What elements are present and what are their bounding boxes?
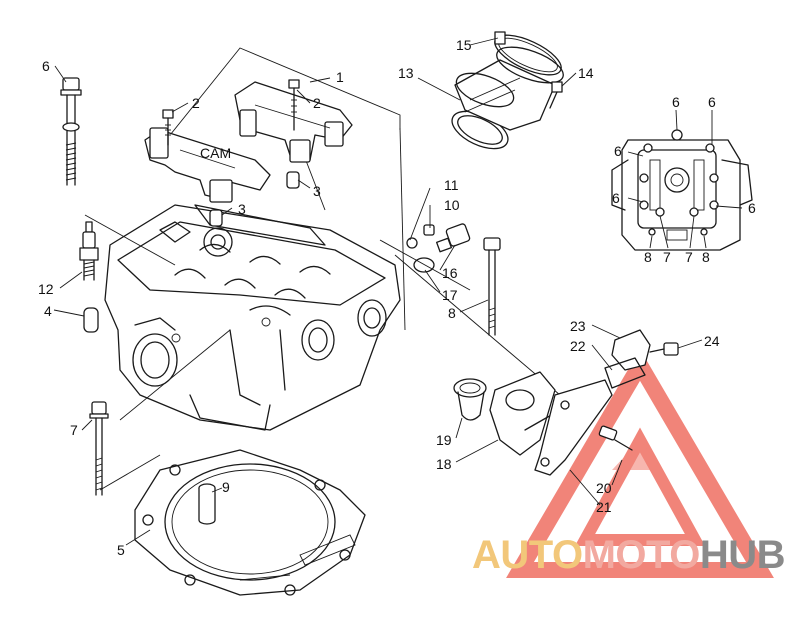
label-10: 10 — [444, 197, 460, 213]
label-7-inset-right: 7 — [685, 249, 693, 265]
temp-sensor-16 — [436, 223, 471, 253]
label-13: 13 — [398, 65, 414, 81]
label-6-inset-right: 6 — [748, 200, 756, 216]
label-11: 11 — [444, 177, 459, 193]
screw-14 — [549, 81, 563, 109]
dowel-9 — [198, 483, 216, 525]
dowel-3-upper — [286, 171, 300, 189]
bolt-8 — [483, 237, 501, 336]
bracket-23 — [611, 329, 651, 371]
watermark-moto: MOTO — [583, 533, 700, 577]
dowel-3-lower — [209, 209, 223, 227]
assembly-lines — [84, 47, 561, 491]
cylinder-head — [104, 204, 401, 431]
label-22: 22 — [570, 338, 586, 354]
pipe-elbow-21 — [534, 379, 613, 476]
callout-labels: 1 2 2 3 3 4 5 6 6 6 6 6 6 7 7 7 8 8 8 9 … — [38, 37, 756, 558]
watermark-logo — [506, 349, 774, 578]
label-8-bolt: 8 — [448, 305, 456, 321]
label-6-inset-top-right: 6 — [708, 94, 716, 110]
washer-10 — [423, 224, 435, 236]
label-6-bolt: 6 — [42, 58, 50, 74]
bolt-24 — [649, 342, 679, 356]
intake-boot-13 — [451, 46, 564, 150]
label-16: 16 — [442, 265, 458, 281]
label-12: 12 — [38, 281, 54, 297]
label-7-inset-left: 7 — [663, 249, 671, 265]
label-6-inset-top-left: 6 — [672, 94, 680, 110]
label-3-lower: 3 — [238, 201, 246, 217]
label-23: 23 — [570, 318, 586, 334]
label-4: 4 — [44, 303, 52, 319]
label-14: 14 — [578, 65, 594, 81]
label-24: 24 — [704, 333, 720, 349]
label-9: 9 — [222, 479, 230, 495]
label-5: 5 — [117, 542, 125, 558]
spark-plug-12 — [79, 221, 99, 281]
bolt-2-left — [162, 109, 174, 146]
thermostat-19 — [453, 378, 487, 421]
label-15: 15 — [456, 37, 472, 53]
label-6-inset-left-upper: 6 — [614, 143, 622, 159]
label-1: 1 — [336, 69, 344, 85]
label-21: 21 — [596, 499, 612, 515]
cam-cap-left: CAM — [144, 127, 271, 203]
label-19: 19 — [436, 432, 452, 448]
sleeve-4 — [83, 307, 99, 333]
watermark-text: AUTOMOTOHUB — [472, 533, 785, 577]
gasket-22 — [604, 357, 646, 389]
svg-text:CAM: CAM — [200, 145, 231, 161]
label-8-inset-right: 8 — [702, 249, 710, 265]
clamp-15 — [494, 31, 562, 76]
head-bolt-6 — [60, 77, 82, 186]
watermark-auto: AUTO — [472, 533, 583, 577]
label-17: 17 — [442, 287, 458, 303]
label-2-right: 2 — [313, 95, 321, 111]
label-leaders — [53, 37, 743, 546]
head-gasket-5 — [134, 449, 366, 596]
label-20: 20 — [596, 480, 612, 496]
bolt-20 — [598, 425, 633, 451]
label-7-bolt: 7 — [70, 422, 78, 438]
washer-11 — [406, 237, 418, 249]
bolt-7-left — [89, 401, 109, 496]
label-8-inset-left: 8 — [644, 249, 652, 265]
label-3-upper: 3 — [313, 183, 321, 199]
thermostat-housing-18 — [489, 371, 561, 456]
bolt-2-right — [288, 79, 300, 131]
label-2-left: 2 — [192, 95, 200, 111]
label-6-inset-left-lower: 6 — [612, 190, 620, 206]
label-18: 18 — [436, 456, 452, 472]
oring-17 — [413, 257, 435, 273]
watermark-hub: HUB — [700, 533, 785, 577]
inset-head-top-view — [611, 129, 753, 251]
